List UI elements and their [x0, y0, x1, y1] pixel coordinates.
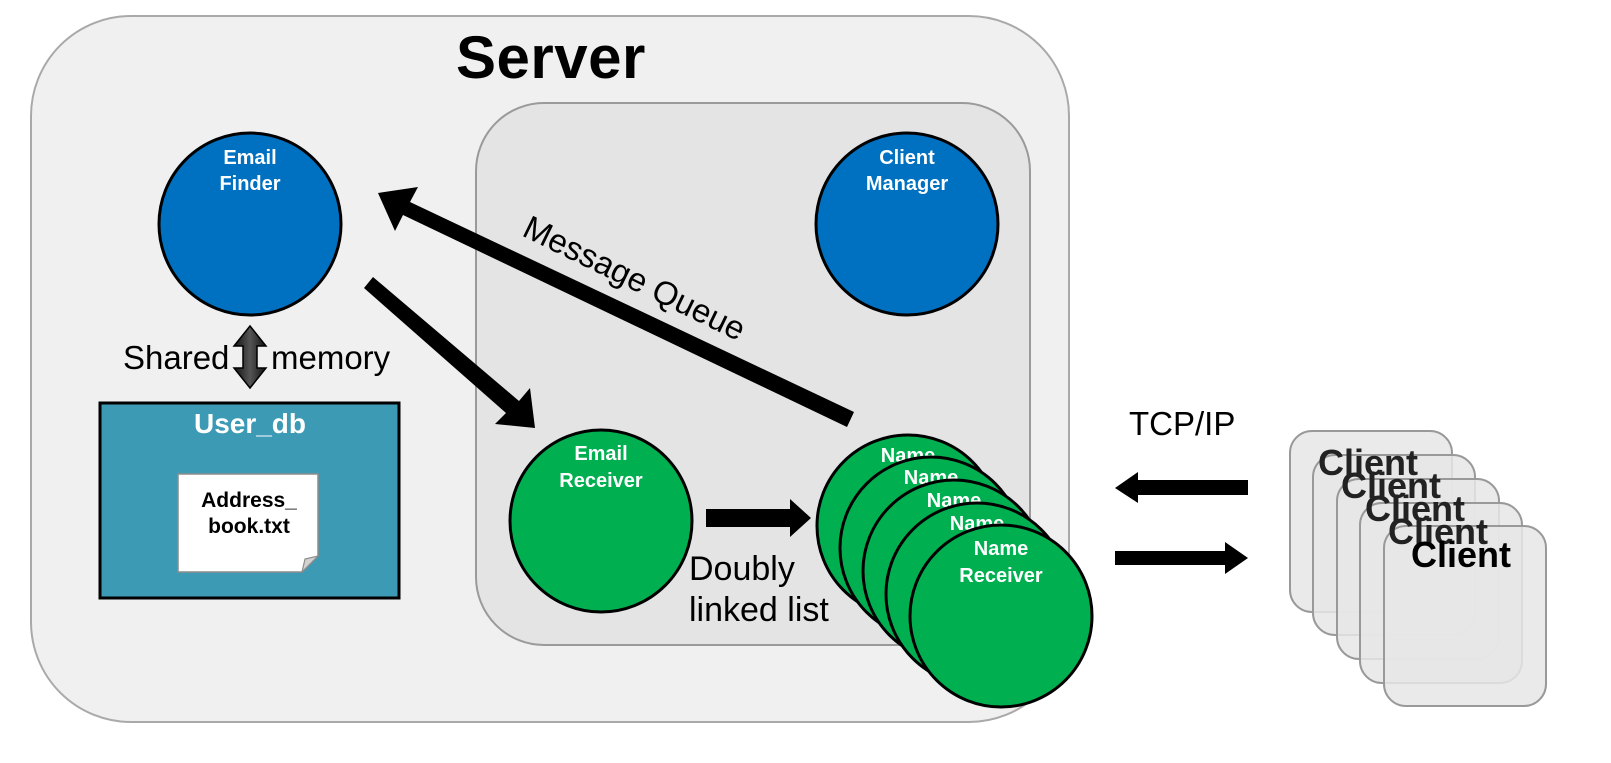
shared-memory-arrow-icon	[232, 324, 268, 390]
email-receiver-node	[508, 428, 694, 614]
name-receiver-label-2: Receiver	[959, 565, 1043, 587]
address-book-label: Address_ book.txt	[180, 488, 318, 541]
client-label-1: Client	[1318, 442, 1419, 483]
client-label-5: Client	[1411, 534, 1512, 575]
address-book-label-line2: book.txt	[208, 515, 290, 539]
name-receiver-stack: Name Name Name Name Name Receiver	[815, 433, 1094, 709]
client-stack	[1289, 430, 1547, 707]
message-queue-arrow-icon	[378, 187, 854, 427]
email-receiver-label-1: Email	[574, 443, 627, 465]
client-label-4: Client	[1388, 511, 1489, 552]
tcp-left-arrow-icon	[1115, 472, 1248, 503]
name-receiver-node	[908, 523, 1094, 709]
finder-to-receiver-arrow-icon	[364, 277, 535, 428]
client-manager-node	[814, 131, 1000, 317]
client-manager-label-2: Manager	[866, 173, 948, 195]
email-finder-label-1: Email	[223, 147, 276, 169]
client-box-5	[1383, 525, 1547, 707]
server-title: Server	[456, 24, 646, 91]
tcp-right-arrow-icon	[1115, 542, 1248, 574]
linked-list-label: linked list	[689, 591, 829, 629]
name-receiver-label-1: Name	[974, 538, 1028, 560]
memory-label: memory	[271, 339, 391, 376]
shared-label: Shared	[123, 339, 230, 376]
client-label-2: Client	[1341, 465, 1442, 506]
user-db-title: User_db	[193, 408, 307, 439]
client-label-3: Client	[1365, 488, 1466, 529]
email-receiver-label-2: Receiver	[559, 470, 643, 492]
file-fold-icon	[300, 554, 320, 574]
address-book-label-line1: Address_	[201, 489, 297, 512]
email-finder-label-2: Finder	[219, 173, 280, 195]
tcp-ip-label: TCP/IP	[1129, 405, 1236, 442]
client-manager-label-1: Client	[879, 147, 935, 169]
email-finder-node	[157, 131, 343, 317]
doubly-label: Doubly	[689, 550, 795, 588]
doubly-linked-arrow-icon	[706, 499, 811, 537]
